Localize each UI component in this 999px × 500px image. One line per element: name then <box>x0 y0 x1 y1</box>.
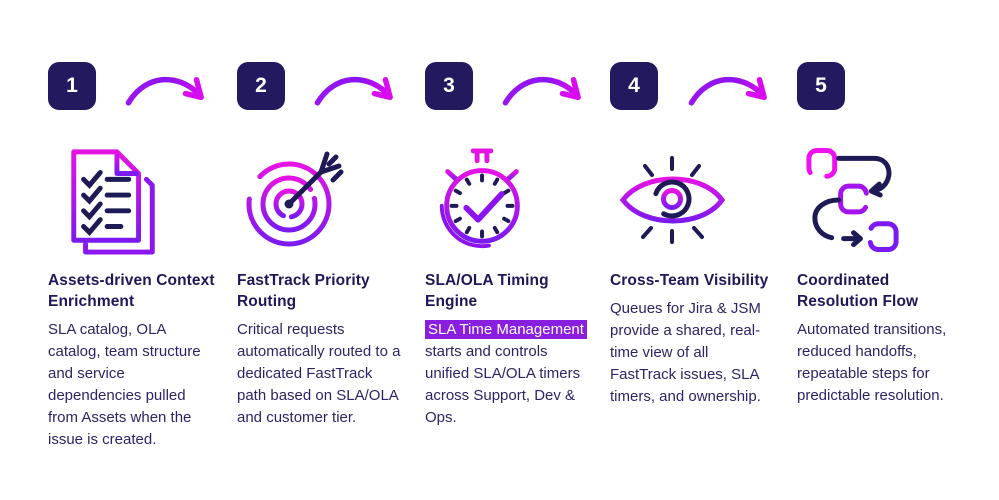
workflow-steps-icon <box>801 138 965 262</box>
step-number-badge: 2 <box>237 62 285 110</box>
stopwatch-icon <box>429 138 593 262</box>
step-number: 4 <box>628 74 640 97</box>
step-number: 1 <box>66 74 78 97</box>
step-number: 5 <box>815 74 827 97</box>
step-description: Queues for Jira & JSM provide a shared, … <box>610 300 761 405</box>
step-column-1: 1 Assets-driven Context Enrichment SLA c… <box>48 62 216 451</box>
step-number-badge: 1 <box>48 62 96 110</box>
step-number: 2 <box>255 74 267 97</box>
checklist-document-icon <box>60 138 216 262</box>
step-title: Coordinated Resolution Flow <box>797 272 919 310</box>
step-column-2: 2 FastTrack Priority Routing Critical re… <box>237 62 405 429</box>
step-title: FastTrack Priority Routing <box>237 272 370 310</box>
target-dart-icon <box>239 138 405 262</box>
step-column-5: 5 Coordinated Resolution Flow Automated … <box>797 62 965 407</box>
curved-arrow-icon <box>311 66 403 112</box>
eye-visibility-icon <box>614 138 778 262</box>
step-description: SLA Time Management starts and controls … <box>425 319 593 429</box>
highlighted-text: SLA Time Management <box>425 320 587 339</box>
step-description: SLA catalog, OLA catalog, team structure… <box>48 321 201 448</box>
description-rest: starts and controls unified SLA/OLA time… <box>425 343 581 426</box>
step-number-badge: 5 <box>797 62 845 110</box>
step-title: SLA/OLA Timing Engine <box>425 272 549 310</box>
step-number: 3 <box>443 74 455 97</box>
step-column-4: 4 Cross-Team Visibility Queues for Jira … <box>610 62 778 408</box>
curved-arrow-icon <box>499 66 591 112</box>
step-description: Critical requests automatically routed t… <box>237 321 401 426</box>
curved-arrow-icon <box>122 66 214 112</box>
step-description: Automated transitions, reduced handoffs,… <box>797 321 947 404</box>
step-number-badge: 4 <box>610 62 658 110</box>
step-title: Cross-Team Visibility <box>610 272 769 289</box>
step-column-3: 3 <box>425 62 593 429</box>
step-number-badge: 3 <box>425 62 473 110</box>
step-title: Assets-driven Context Enrichment <box>48 272 215 310</box>
curved-arrow-icon <box>685 66 777 112</box>
